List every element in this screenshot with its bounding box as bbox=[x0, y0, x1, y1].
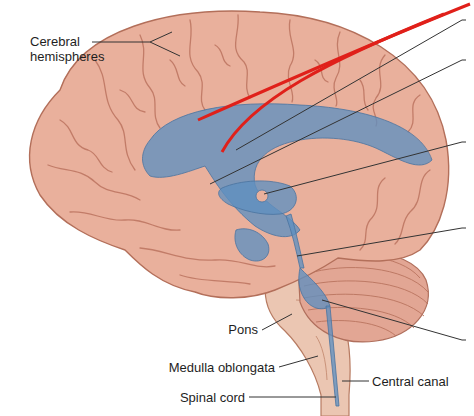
part-label: Medulla oblongata bbox=[169, 360, 275, 375]
cerebrum bbox=[30, 11, 449, 298]
part-label: Central canal bbox=[372, 374, 449, 389]
part-label: Cerebral hemispheres bbox=[30, 34, 114, 64]
part-label: Pons bbox=[228, 322, 258, 337]
leader-lines bbox=[92, 20, 466, 397]
part-label: Spinal cord bbox=[180, 390, 245, 405]
ventricles bbox=[143, 104, 433, 406]
red-pointer bbox=[222, 14, 444, 152]
interthalamic-adhesion bbox=[256, 190, 268, 202]
